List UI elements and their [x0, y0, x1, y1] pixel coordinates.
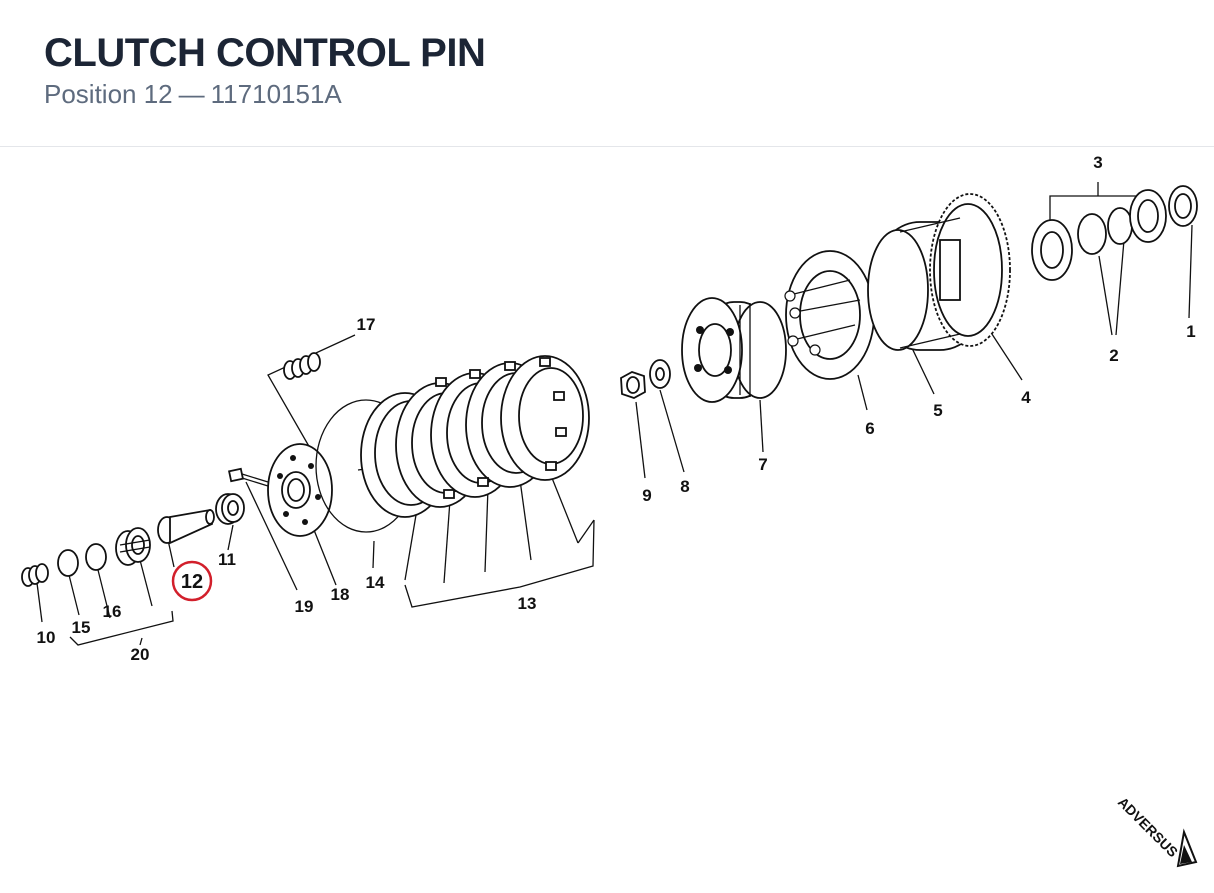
page-subtitle: Position 12—11710151A: [44, 78, 342, 110]
callout-2: 2: [1109, 346, 1118, 365]
part-number: 11710151A: [210, 79, 342, 109]
plate-tabs: [435, 357, 567, 499]
adversus-logo: ADVERSUS: [1115, 794, 1198, 868]
leader-lines: [36, 182, 1193, 646]
callout-20: 20: [131, 645, 150, 664]
inner-hub-part-7: [681, 297, 787, 403]
callout-6: 6: [865, 419, 874, 438]
highlight-ring: [171, 560, 213, 602]
callout-3: 3: [1093, 153, 1102, 172]
callout-17: 17: [357, 315, 376, 334]
callout-10: 10: [37, 628, 56, 647]
exploded-clutch-diagram: 1 2 3 4 5 6 7 8 9 10 11 13 14 15 16 17 1…: [21, 153, 1198, 868]
callout-7: 7: [758, 455, 767, 474]
spring-and-seals: [21, 527, 151, 587]
clutch-plates-part-13: [360, 355, 590, 518]
callout-15: 15: [72, 618, 91, 637]
subtitle-separator: —: [178, 79, 205, 109]
callout-1: 1: [1186, 322, 1195, 341]
screw-part-19: [228, 467, 269, 487]
callout-13: 13: [518, 594, 537, 613]
springs-part-17: [283, 352, 321, 380]
bearings-parts-1-2-3: [1031, 185, 1198, 281]
callout-19: 19: [295, 597, 314, 616]
highlighted-callout-12[interactable]: 12: [171, 560, 213, 602]
callout-14: 14: [366, 573, 385, 592]
callout-12: 12: [181, 571, 203, 593]
bearing-part-11: [215, 493, 245, 525]
callout-labels: 1 2 3 4 5 6 7 8 9 10 11 13 14 15 16 17 1…: [37, 153, 1196, 664]
callout-4: 4: [1021, 388, 1031, 407]
callout-18: 18: [331, 585, 350, 604]
callout-8: 8: [680, 477, 689, 496]
clutch-basket-part-4: [867, 193, 1011, 351]
page-header: CLUTCH CONTROL PIN Position 12—11710151A: [0, 0, 1214, 147]
page-title: CLUTCH CONTROL PIN: [44, 31, 486, 75]
pin-plate-part-6: [784, 250, 875, 380]
logo-text: ADVERSUS: [1115, 794, 1181, 860]
clutch-control-pin-part-12: [157, 508, 215, 545]
callout-16: 16: [103, 602, 122, 621]
pressure-plate-part-18: [267, 443, 333, 537]
callout-5: 5: [933, 401, 942, 420]
callout-11: 11: [218, 550, 236, 569]
position-label: Position 12: [44, 79, 173, 109]
callout-9: 9: [642, 486, 651, 505]
washer-and-nut: [620, 359, 671, 399]
